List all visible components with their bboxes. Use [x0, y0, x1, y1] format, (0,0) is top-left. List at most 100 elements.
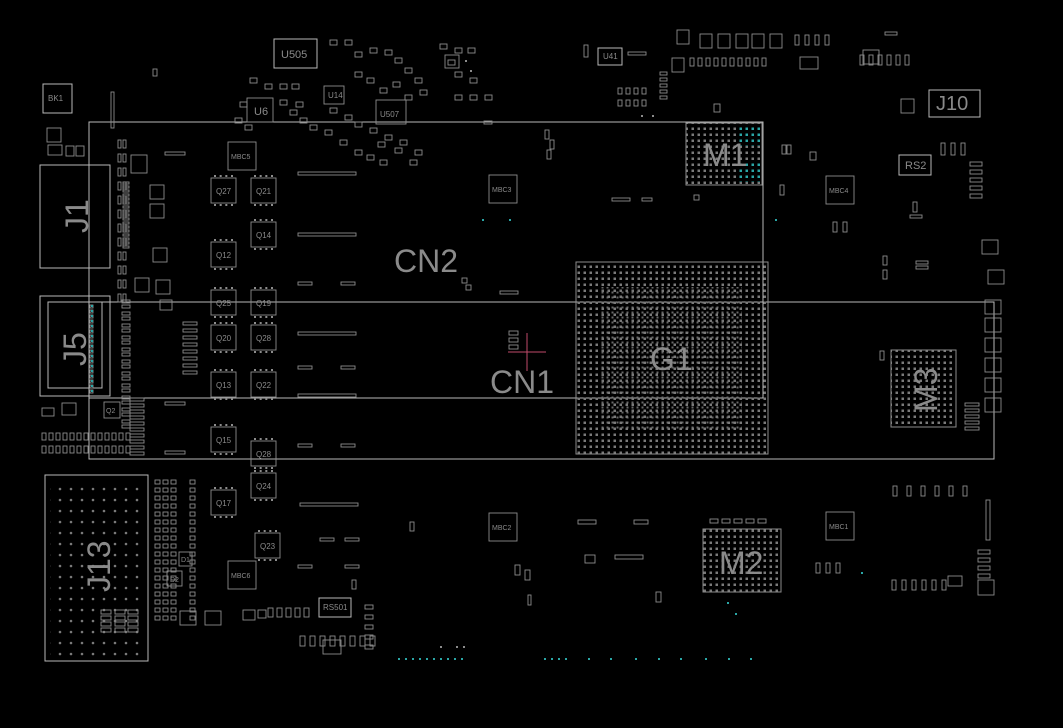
via: [680, 658, 682, 660]
ic-pin: [214, 351, 216, 353]
m2-label: M2: [719, 545, 763, 581]
passive: [65, 145, 75, 157]
crosshair-cursor[interactable]: [508, 333, 546, 371]
passive: [625, 99, 631, 107]
pin: [97, 445, 103, 454]
resistor: [170, 503, 177, 509]
passive: [454, 47, 463, 54]
passive: [641, 197, 653, 202]
ic-pin: [254, 287, 256, 289]
ic-pin: [265, 175, 268, 177]
resistor: [182, 342, 198, 347]
via: [91, 355, 93, 357]
passive: [484, 94, 493, 101]
passive: [339, 635, 346, 647]
ic-pin: [219, 351, 222, 353]
pin: [129, 445, 145, 450]
ic-pin: [275, 530, 277, 532]
passive: [779, 184, 785, 196]
passive: [868, 54, 874, 66]
via: [447, 658, 449, 660]
pin: [62, 432, 68, 441]
passive: [659, 95, 668, 100]
pin: [118, 432, 124, 441]
inductor: [204, 610, 222, 626]
u505-label: U505: [281, 49, 307, 61]
ic-pin: [219, 239, 222, 241]
ic-pin: [231, 516, 233, 518]
ic-pin: [231, 239, 233, 241]
ic-pin: [254, 398, 256, 400]
pin: [41, 445, 47, 454]
passive: [394, 147, 403, 154]
resistor: [170, 519, 177, 525]
passive: [329, 635, 336, 647]
inductor: [769, 33, 783, 49]
via: [558, 658, 560, 660]
ic-pin: [271, 322, 273, 324]
power-inductor: [488, 174, 518, 204]
pin: [129, 397, 145, 402]
pin: [125, 445, 131, 454]
resistor: [170, 575, 177, 581]
passive: [309, 635, 316, 647]
ic-pin: [259, 322, 262, 324]
passive: [369, 47, 378, 54]
resistor: [170, 511, 177, 517]
component-label: Q15: [216, 436, 232, 445]
passive: [114, 621, 126, 627]
connector-pad-row: [297, 365, 313, 370]
component-label: Q13: [216, 381, 232, 390]
passive: [127, 621, 139, 627]
ic-package: [900, 98, 915, 114]
via: [433, 658, 435, 660]
resistor: [154, 479, 161, 485]
u41-outline: [597, 47, 623, 66]
passive: [884, 31, 898, 36]
test-point: [470, 70, 472, 72]
resistor: [162, 575, 169, 581]
passive: [369, 127, 378, 134]
connector-pad: [977, 579, 995, 596]
component-label: Q20: [216, 334, 232, 343]
inductor: [152, 247, 168, 263]
capacitor: [121, 376, 131, 381]
ic-pin: [225, 316, 228, 318]
passive: [745, 518, 755, 524]
capacitor: [121, 424, 131, 429]
ic-pin: [265, 467, 268, 469]
via: [91, 375, 93, 377]
passive: [969, 185, 983, 191]
connector-pad: [984, 357, 1002, 373]
resistor: [162, 519, 169, 525]
capacitor: [122, 153, 127, 163]
connector-pad: [984, 317, 1002, 333]
pin: [104, 432, 110, 441]
via: [398, 658, 400, 660]
resistor: [154, 535, 161, 541]
passive: [659, 83, 668, 88]
ic-pin: [265, 219, 268, 221]
passive: [508, 344, 519, 350]
resistor: [189, 615, 196, 621]
via: [91, 385, 93, 387]
passive: [61, 402, 77, 416]
m2-package: [702, 528, 782, 593]
ic-pin: [254, 316, 256, 318]
passive: [324, 129, 333, 136]
via: [91, 325, 93, 327]
resistor: [189, 607, 196, 613]
ic-pin: [271, 470, 273, 472]
resistor: [170, 599, 177, 605]
ic-pin: [265, 322, 268, 324]
passive: [781, 144, 787, 155]
test-point: [465, 60, 467, 62]
ic-pin: [214, 398, 216, 400]
j10-label: J10: [936, 93, 968, 115]
ic-pin: [265, 204, 268, 206]
passive: [329, 107, 338, 114]
ic-pin: [219, 322, 222, 324]
passive: [733, 518, 743, 524]
